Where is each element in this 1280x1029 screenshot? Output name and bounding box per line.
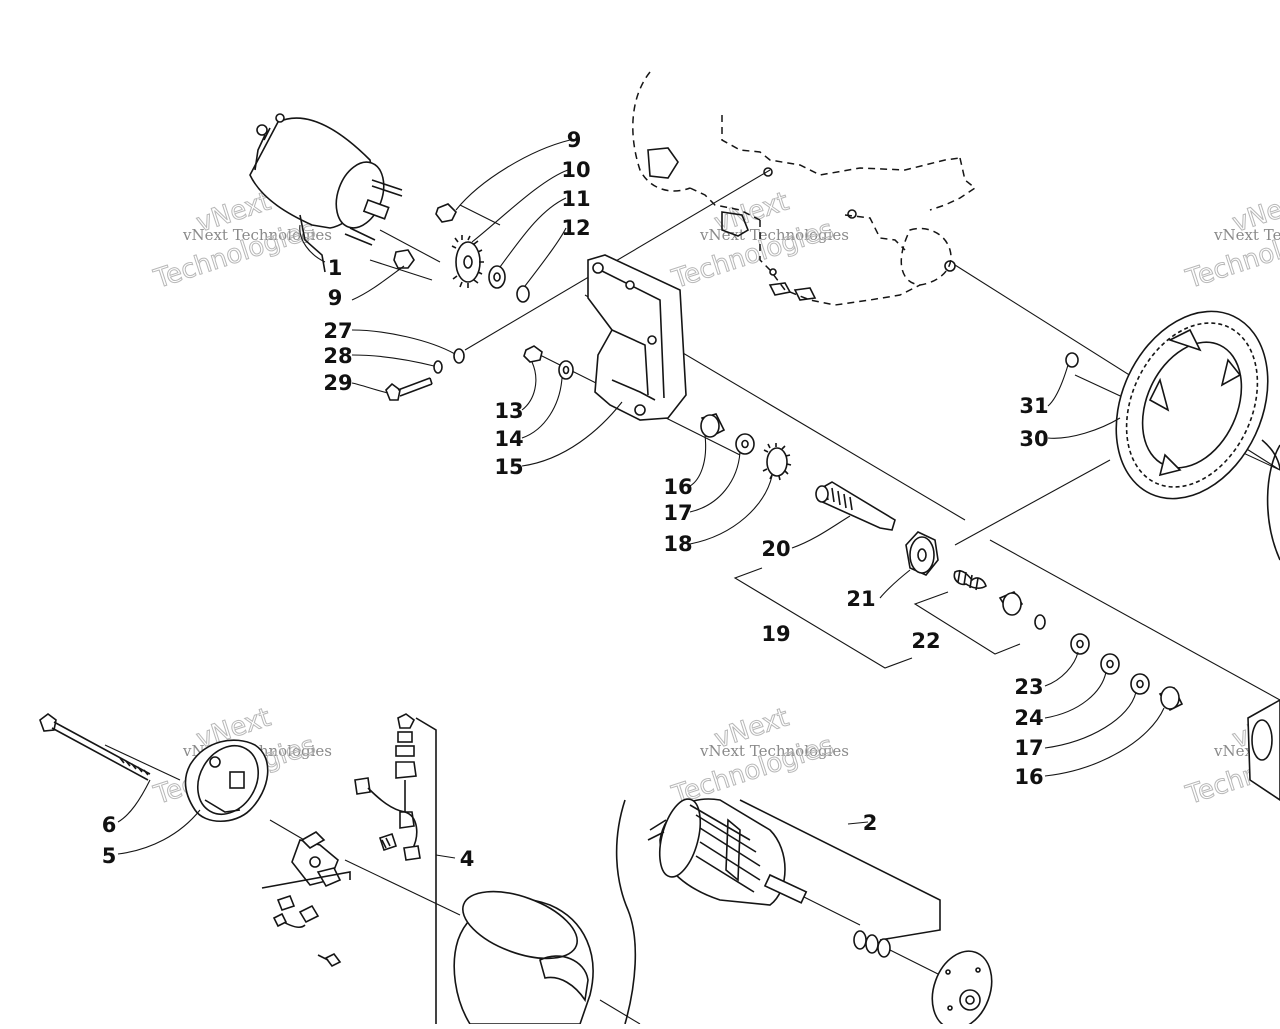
part-24-washer [1100, 653, 1120, 675]
part-2-armature [647, 798, 941, 941]
part-23-washer [1070, 633, 1090, 655]
part-10-pinion-gear [451, 235, 484, 288]
part-27-washer [453, 348, 465, 364]
callout-20: 20 [761, 537, 790, 561]
callout-19: 19 [761, 622, 790, 646]
callout-24: 24 [1014, 706, 1043, 730]
part-15-mounting-bracket [587, 254, 687, 421]
part-4-brush-kit [354, 713, 437, 1024]
part-13-nut [523, 345, 543, 363]
callout-6: 6 [102, 813, 117, 837]
yoke-housing [453, 799, 637, 1025]
callout-16-lower: 16 [1014, 765, 1043, 789]
callout-1: 1 [328, 256, 343, 280]
callout-17-lower: 17 [1014, 736, 1043, 760]
callout-27: 27 [323, 319, 352, 343]
svg-text:vNext Technologies: vNext Technologies [182, 226, 332, 244]
watermark-3: vNext vNext Technologies Technologies [1181, 186, 1280, 295]
callout-11: 11 [561, 187, 590, 211]
callout-10: 10 [561, 158, 590, 182]
part-5-end-frame [184, 739, 269, 822]
part-16-bushing-lower [1158, 686, 1184, 712]
part-16-bushing-upper [700, 413, 726, 438]
callout-15: 15 [494, 455, 523, 479]
callout-21: 21 [846, 587, 875, 611]
callout-4: 4 [460, 847, 475, 871]
callout-30: 30 [1019, 427, 1048, 451]
part-12-clip [516, 285, 530, 303]
part-28-lock-washer [433, 360, 443, 374]
leader-lines [117, 139, 1165, 859]
part-14-washer [558, 360, 574, 380]
callout-12: 12 [561, 216, 590, 240]
callout-labels: 1 9 9 10 11 12 27 28 29 13 14 15 16 17 1… [102, 128, 1049, 871]
part-30-ring-gear [1115, 310, 1280, 500]
callout-14: 14 [494, 427, 523, 451]
callout-22: 22 [911, 629, 940, 653]
starter-motor [249, 113, 403, 273]
part-31-pin [1065, 352, 1079, 368]
svg-text:vNext Technologies: vNext Technologies [699, 742, 849, 760]
assembly-axis-lines [104, 169, 1280, 1025]
part-22-spring [953, 569, 987, 591]
watermark-5: vNext vNext Technologies Technologies [667, 702, 849, 811]
part-17-washer-lower [1130, 673, 1150, 695]
part-20-drive-shaft [815, 481, 896, 531]
part-9-nut-upper [435, 203, 457, 223]
part-17-washer-upper [735, 433, 755, 455]
callout-9-lower: 9 [328, 286, 343, 310]
callout-5: 5 [102, 844, 117, 868]
callout-9-upper: 9 [567, 128, 582, 152]
part-9-nut-lower [393, 249, 415, 269]
watermark-2: vNext vNext Technologies Technologies [667, 186, 849, 295]
drive-end-plate [931, 950, 993, 1029]
callout-16-upper: 16 [663, 475, 692, 499]
callout-18: 18 [663, 532, 692, 556]
part-11-washer [488, 265, 506, 289]
part-22-collar [998, 591, 1024, 616]
callout-17-upper: 17 [663, 501, 692, 525]
part-brush-springs [261, 871, 351, 968]
callout-29: 29 [323, 371, 352, 395]
part-18-gear [762, 443, 792, 481]
callout-23: 23 [1014, 675, 1043, 699]
callout-13: 13 [494, 399, 523, 423]
part-29-bolt [385, 377, 433, 401]
callout-31: 31 [1019, 394, 1048, 418]
part-6-through-bolt [39, 713, 151, 781]
svg-text:vNext Technologies: vNext Technologies [1213, 226, 1280, 244]
callout-28: 28 [323, 344, 352, 368]
engine-case-outline [632, 71, 977, 306]
part-21-clutch [905, 531, 939, 576]
starter-housing-right-edge [1247, 699, 1280, 801]
armature-washers [853, 930, 891, 958]
part-22-clip [1034, 614, 1046, 630]
callout-2: 2 [863, 811, 878, 835]
flywheel-edge [1266, 444, 1280, 561]
part-brush-holder [291, 831, 342, 888]
svg-text:vNext Technologies: vNext Technologies [699, 226, 849, 244]
